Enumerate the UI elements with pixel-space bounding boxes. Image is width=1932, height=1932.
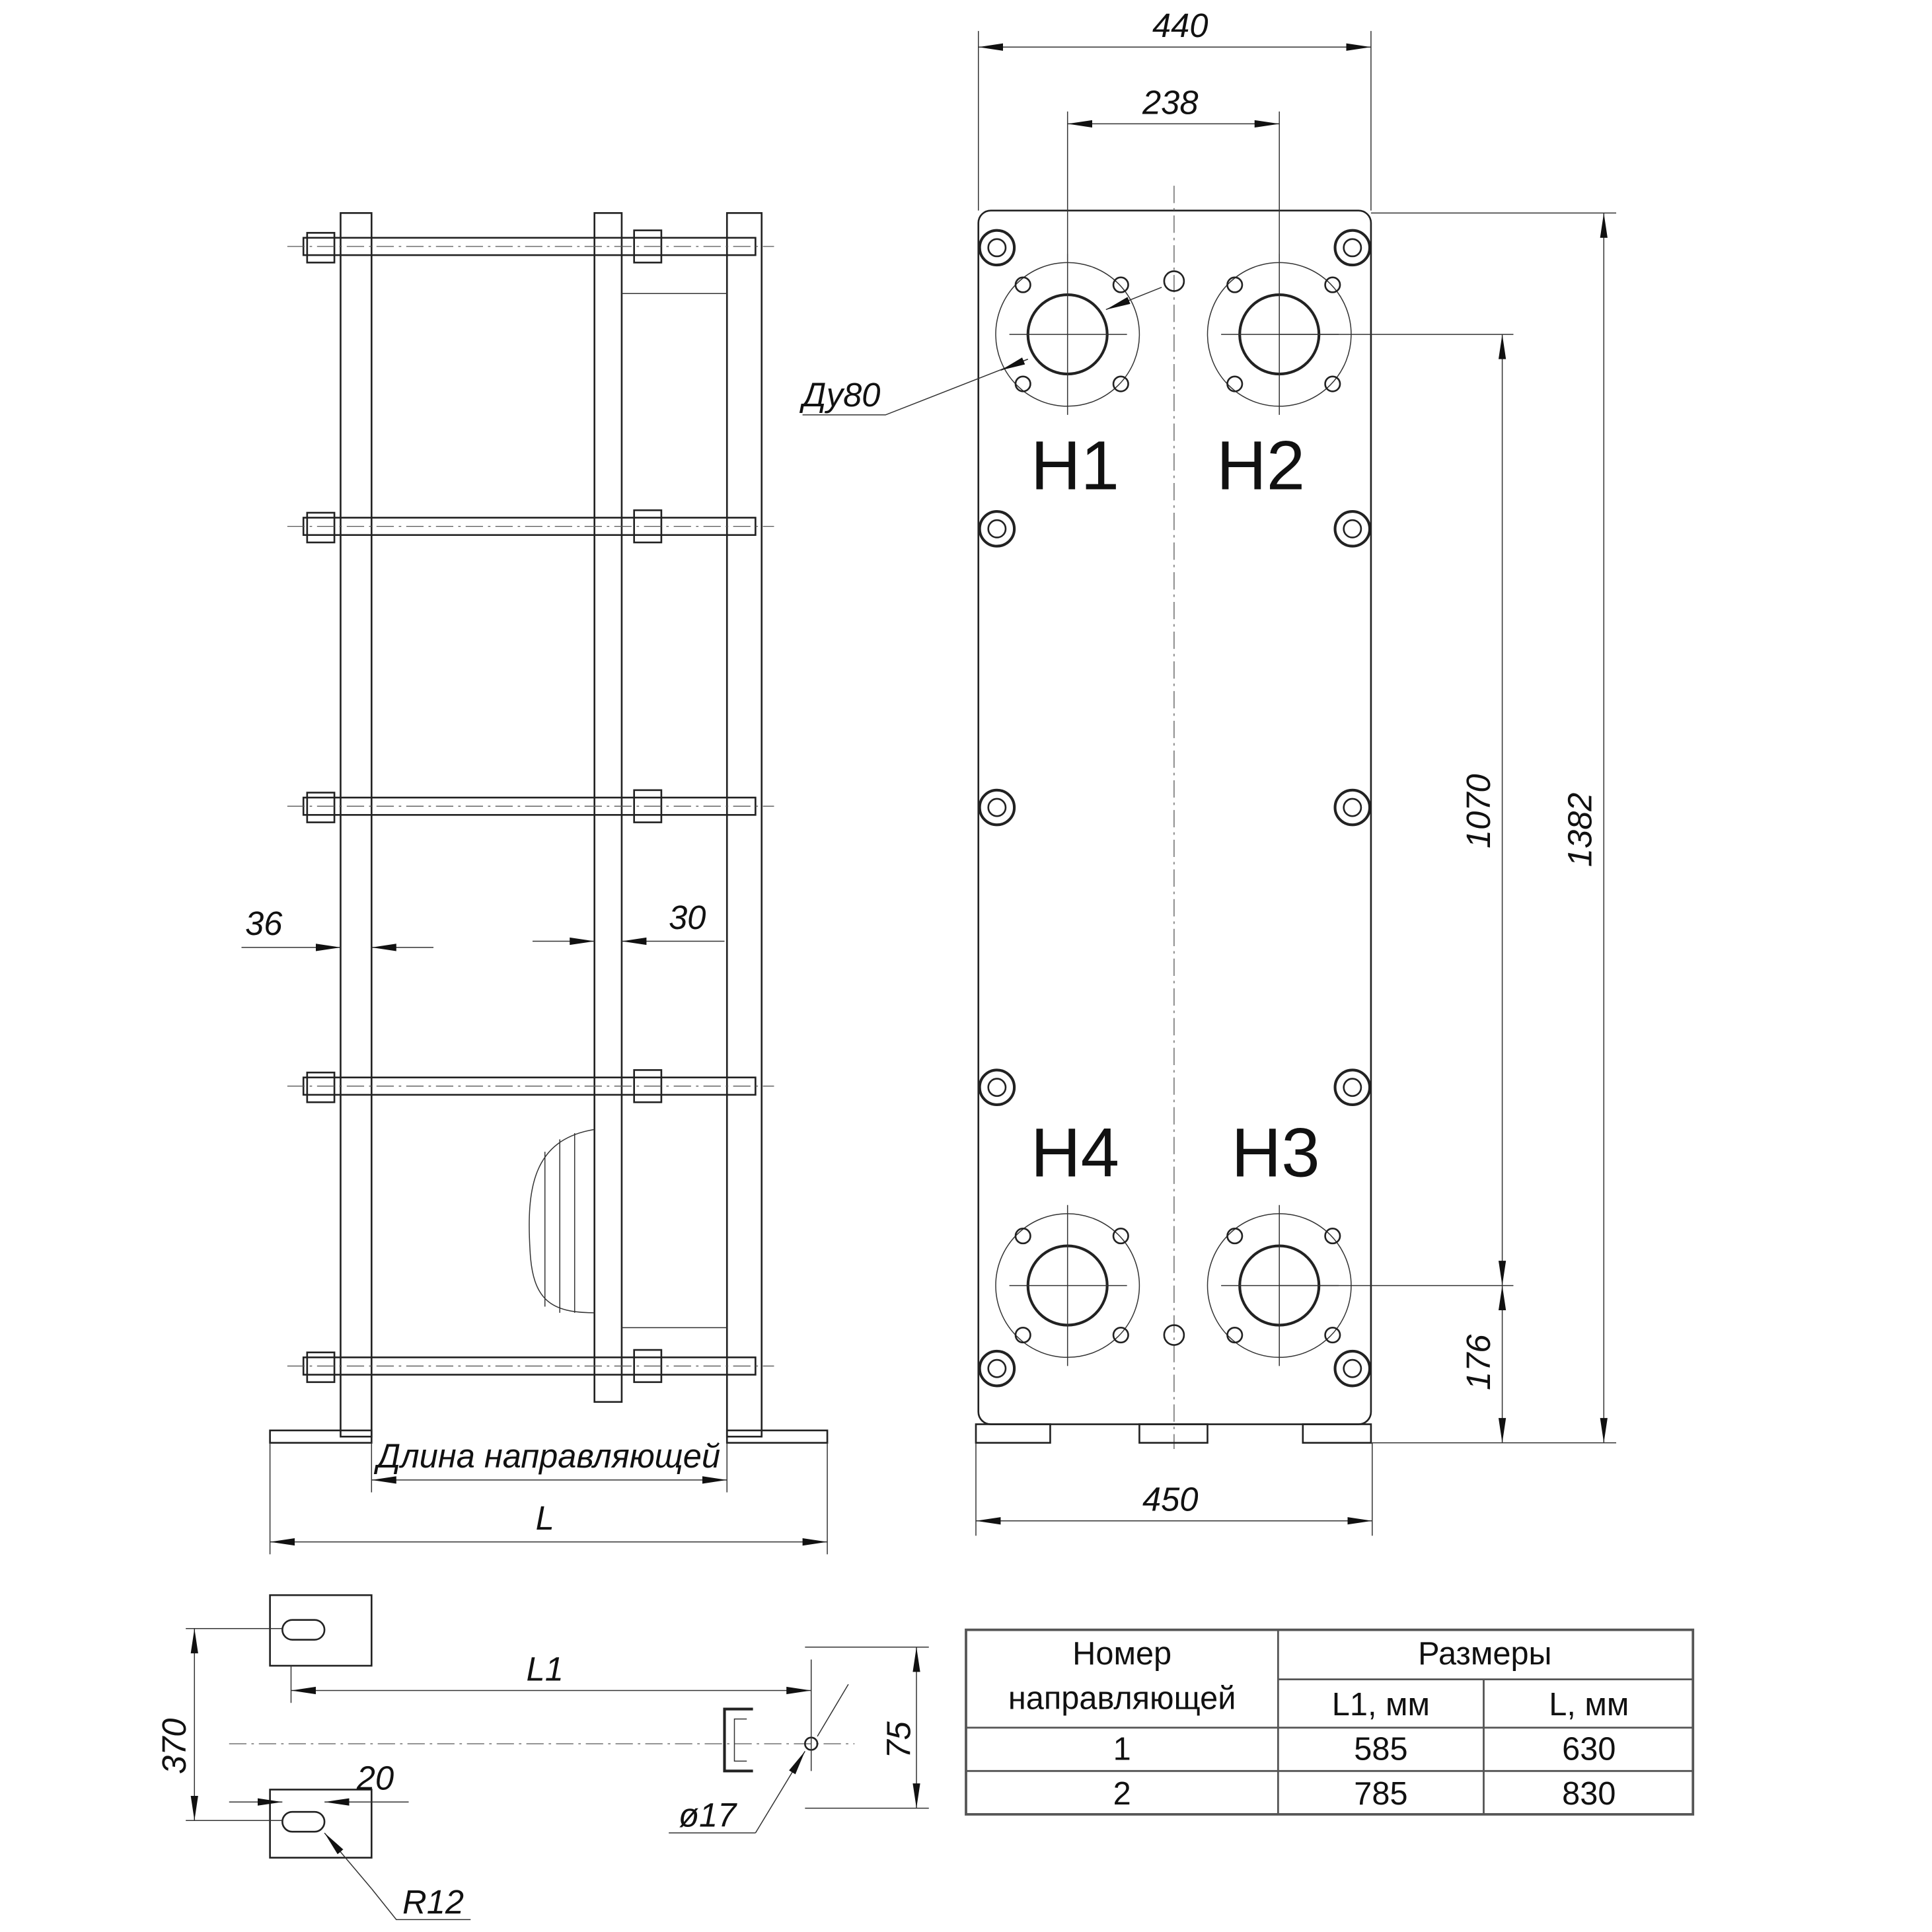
cell-L: 830 xyxy=(1562,1776,1616,1812)
plate-outline xyxy=(977,209,1372,1425)
port-label-h2: Н2 xyxy=(1216,427,1305,504)
dim-guide-length: Длина направляющей xyxy=(374,1437,721,1475)
port-label-h3: Н3 xyxy=(1232,1115,1320,1192)
dim-75: 75 xyxy=(880,1721,918,1758)
dim-370: 370 xyxy=(155,1719,193,1774)
foot-right xyxy=(725,1429,829,1444)
cell-num: 1 xyxy=(1113,1731,1131,1767)
dim-nozzle-dy80: Ду80 xyxy=(799,376,881,414)
dim-176: 176 xyxy=(1460,1334,1497,1390)
cell-num: 2 xyxy=(1113,1776,1131,1812)
front-view: Н1 Н2 Н3 Н4 Ду80 440 238 450 1070 176 13… xyxy=(799,7,1617,1536)
dim-20: 20 xyxy=(356,1759,394,1797)
tie-rods xyxy=(286,229,775,1384)
channel-profile xyxy=(723,1707,753,1773)
pressure-plate xyxy=(593,212,623,1403)
dim-36: 36 xyxy=(245,905,283,942)
side-view: 36 30 Длина направляющей L xyxy=(241,212,829,1555)
bolts xyxy=(980,231,1370,1386)
dim-30: 30 xyxy=(669,899,706,936)
guide-dimensions-table: Номер направляющей Размеры L1, мм L, мм … xyxy=(965,1628,1695,1816)
foot-detail: 370 L1 75 ø17 20 R12 xyxy=(155,1594,929,1921)
dim-238: 238 xyxy=(1142,83,1198,121)
dim-L1: L1 xyxy=(527,1651,564,1688)
cell-L: 630 xyxy=(1562,1731,1616,1767)
dim-diameter-17: ø17 xyxy=(679,1797,737,1834)
slot-top xyxy=(281,1619,326,1641)
port-label-h4: Н4 xyxy=(1031,1115,1119,1192)
header-L: L, мм xyxy=(1549,1687,1629,1723)
dim-1382: 1382 xyxy=(1561,793,1599,868)
dim-1070: 1070 xyxy=(1460,774,1497,848)
slot-bottom xyxy=(281,1810,326,1833)
cell-L1: 785 xyxy=(1354,1776,1407,1812)
dim-450: 450 xyxy=(1142,1481,1198,1518)
fixed-plate xyxy=(340,212,373,1438)
dim-440: 440 xyxy=(1152,7,1208,44)
header-L1: L1, мм xyxy=(1332,1687,1430,1723)
dim-L: L xyxy=(536,1499,554,1537)
cell-L1: 585 xyxy=(1354,1731,1407,1767)
dim-R12: R12 xyxy=(402,1883,464,1921)
header-number-line2: направляющей xyxy=(1008,1681,1236,1717)
port-flange xyxy=(995,254,1140,415)
foot-left xyxy=(269,1429,373,1444)
plate-pack xyxy=(529,1129,595,1314)
support-column xyxy=(725,212,763,1438)
header-number-line1: Номер xyxy=(1072,1636,1171,1672)
header-sizes: Размеры xyxy=(1418,1636,1551,1672)
port-label-h1: Н1 xyxy=(1031,427,1119,504)
